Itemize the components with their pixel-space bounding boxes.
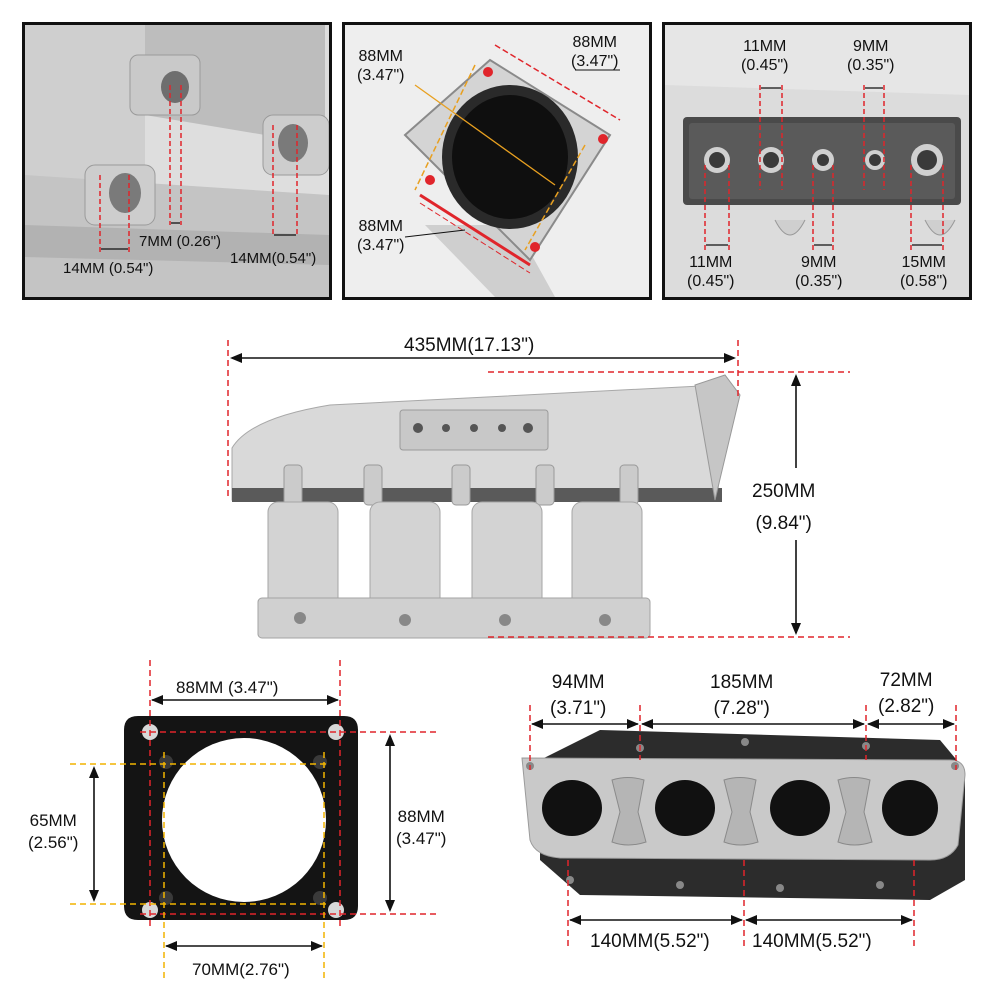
label-88mm-bottom-line2: (3.47") [357,237,405,254]
label-250mm-line1: 250MM [752,481,816,502]
label-11mm-bottom-line1: 11MM [689,254,733,271]
dimension-label-88mm-left: 88MM (3.47") [357,47,404,85]
dimension-label-9mm-bottom: 9MM (0.35") [795,253,842,291]
label-15mm-bottom-line1: 15MM [901,254,946,271]
closeup-bolt-holes-photo [25,25,329,297]
label-9mm-top-line1: 9MM [852,38,889,55]
dimension-label-flange-70mm: 70MM(2.76") [192,960,290,979]
label-88mm-topright-line2: (3.47") [571,53,619,70]
dimension-label-length-435mm: 435MM(17.13") [404,335,535,356]
label-72mm-line2: (2.82") [878,696,935,717]
label-88mm-left-line2: (3.47") [357,67,405,84]
dimension-label-runner-72mm: 72MM (2.82") [878,668,934,720]
label-flange-65mm-line2: (2.56") [28,833,79,852]
dimension-label-flange-65mm: 65MM (2.56") [28,810,78,854]
closeup-throttle-flange-panel: 88MM (3.47") 88MM (3.47") 88MM (3.47") [342,22,652,300]
label-250mm-line2: (9.84") [755,513,812,534]
label-88mm-left-line1: 88MM [358,48,403,65]
dimension-label-7mm: 7MM (0.26") [139,233,222,250]
dimension-label-88mm-bottom: 88MM (3.47") [357,217,404,255]
label-flange-65mm-line1: 65MM [29,811,77,830]
dimension-label-14mm-right: 14MM(0.54") [230,250,317,267]
dimension-label-runner-140mm-left: 140MM(5.52") [590,931,710,952]
dimension-label-9mm-top: 9MM (0.35") [847,37,894,75]
dimension-label-runner-94mm: 94MM (3.71") [550,670,606,722]
label-15mm-bottom-line2: (0.58") [900,273,948,290]
dimension-label-runner-185mm: 185MM (7.28") [710,670,773,722]
dimension-label-14mm-left: 14MM (0.54") [63,260,154,277]
label-94mm-line2: (3.71") [550,698,607,719]
closeup-bolt-holes-panel: 7MM (0.26") 14MM (0.54") 14MM(0.54") [22,22,332,300]
closeup-sensor-ports-photo [665,25,969,297]
label-11mm-top-line2: (0.45") [741,57,789,74]
label-flange-88mm-line1: 88MM [397,807,445,826]
label-9mm-bottom-line1: 9MM [800,254,837,271]
dimension-label-height-250mm: 250MM (9.84") [752,476,815,540]
label-94mm-line1: 94MM [551,672,605,693]
dimension-label-runner-140mm-right: 140MM(5.52") [752,931,872,952]
label-88mm-bottom-line1: 88MM [358,218,403,235]
dimension-label-flange-width-88mm: 88MM (3.47") [176,678,279,697]
dimension-label-88mm-top-right: 88MM (3.47") [571,33,618,71]
dimension-label-11mm-top: 11MM (0.45") [741,37,788,75]
closeup-sensor-ports-panel: 11MM (0.45") 9MM (0.35") 11MM (0.45") 9M… [662,22,972,300]
label-88mm-topright-line1: 88MM [572,34,617,51]
label-flange-88mm-line2: (3.47") [396,829,447,848]
closeup-throttle-flange-photo [345,25,649,297]
label-185mm-line2: (7.28") [713,698,770,719]
dimension-label-11mm-bottom: 11MM (0.45") [687,253,734,291]
label-72mm-line1: 72MM [879,670,933,691]
dimension-label-15mm-bottom: 15MM (0.58") [900,253,947,291]
label-185mm-line1: 185MM [710,672,774,693]
dimension-label-flange-height-88mm: 88MM (3.47") [396,806,446,850]
label-11mm-bottom-line2: (0.45") [687,273,735,290]
label-9mm-top-line2: (0.35") [847,57,895,74]
label-9mm-bottom-line2: (0.35") [795,273,843,290]
label-11mm-top-line1: 11MM [743,38,787,55]
